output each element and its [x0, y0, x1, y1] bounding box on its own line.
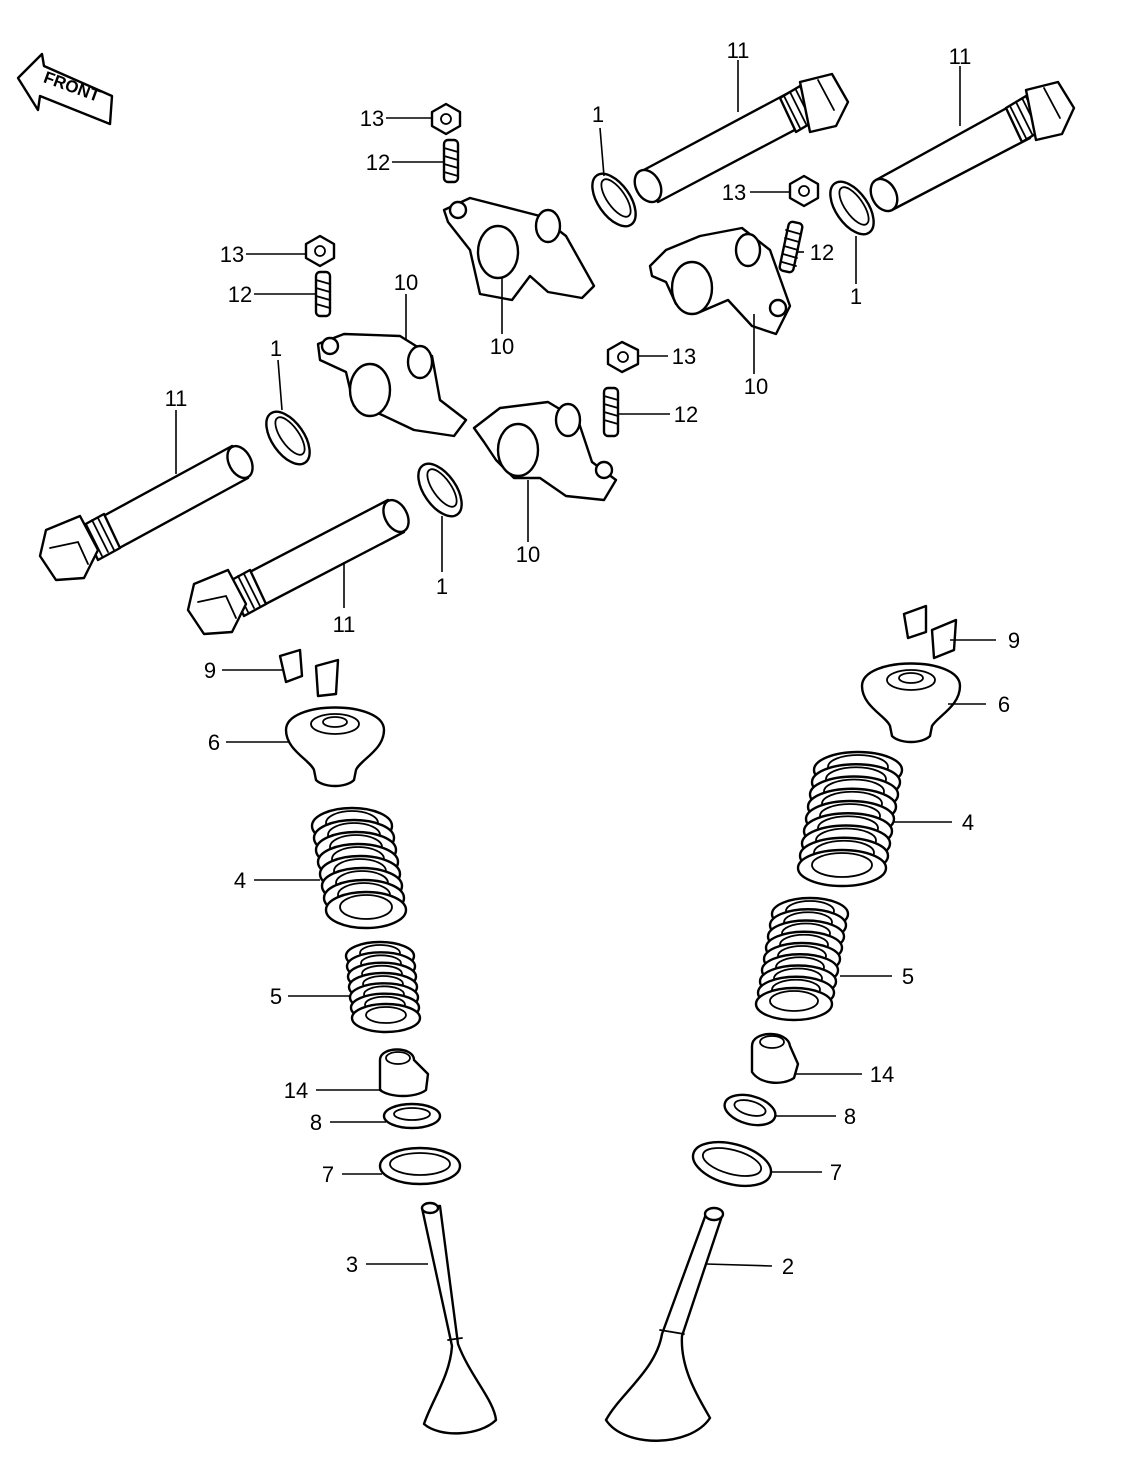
callout-13-8: 13 [220, 242, 244, 267]
rocker-shaft-top-center [633, 72, 850, 204]
callout-8-31: 8 [844, 1104, 856, 1129]
callout-1-13: 1 [270, 336, 282, 361]
spring-coil-inner [365, 1006, 407, 1024]
callout-14-29: 14 [870, 1062, 894, 1087]
spring-coil [324, 890, 408, 930]
spring-retainer-right [860, 662, 962, 744]
rocker-arm-left [316, 332, 468, 438]
front-arrow-icon: FRONT [16, 52, 114, 126]
adjusting-screw-d [602, 386, 620, 438]
adjusting-screw-a [442, 138, 460, 184]
callout-13-15: 13 [672, 344, 696, 369]
lock-nut-a [430, 102, 462, 136]
callout-7-32: 7 [322, 1162, 334, 1187]
callout-6-22: 6 [208, 730, 220, 755]
callout-1-4: 1 [592, 102, 604, 127]
washer-1-a [591, 172, 637, 228]
callout-11-19: 11 [333, 612, 356, 637]
callout-3-34: 3 [346, 1252, 358, 1277]
callout-4-25: 4 [962, 810, 974, 835]
callout-12-16: 12 [674, 402, 698, 427]
shim-left [378, 1146, 462, 1186]
callout-10-11: 10 [394, 270, 418, 295]
inner-valve-spring-left [344, 940, 422, 1034]
adjusting-screw-c [778, 220, 804, 274]
callout-1-18: 1 [436, 574, 448, 599]
rocker-shaft-left [38, 444, 254, 582]
callout-12-3: 12 [366, 150, 390, 175]
spring-coil-inner [339, 894, 393, 920]
washer-1-d [417, 462, 463, 518]
spring-coil [796, 848, 888, 888]
callout-12-9: 12 [228, 282, 252, 307]
rocker-shaft-lower-center [186, 498, 410, 636]
shim-right [691, 1140, 773, 1188]
callout-5-27: 5 [902, 964, 914, 989]
callout-13-2: 13 [360, 106, 384, 131]
callout-11-1: 11 [949, 44, 972, 69]
callout-6-23: 6 [998, 692, 1010, 717]
callout-13-5: 13 [722, 180, 746, 205]
callout-12-6: 12 [810, 240, 834, 265]
washer-1-b [829, 180, 875, 236]
rocker-arm-right [648, 226, 792, 336]
callout-8-30: 8 [310, 1110, 322, 1135]
spring-coil-inner [811, 852, 873, 878]
spring-coil [754, 986, 834, 1022]
callout-11-14: 11 [165, 386, 188, 411]
rocker-shaft-top-right [869, 80, 1076, 213]
callout-14-28: 14 [284, 1078, 308, 1103]
lock-nut-b [304, 234, 336, 268]
callout-11-0: 11 [727, 38, 750, 63]
callout-9-20: 9 [204, 658, 216, 683]
spring-coil [350, 1002, 422, 1034]
lock-nut-d [606, 340, 640, 374]
callout-4-24: 4 [234, 868, 246, 893]
inner-valve-spring-right [754, 896, 850, 1022]
exhaust-valve-left [420, 1201, 498, 1435]
washer-1-c [265, 410, 311, 466]
outer-valve-spring-right [796, 750, 904, 888]
adjusting-screw-b [314, 270, 332, 318]
callout-1-7: 1 [850, 284, 862, 309]
outer-valve-spring-left [310, 806, 408, 930]
intake-valve-right [604, 1206, 725, 1442]
leader-lines [175, 60, 996, 1267]
callout-7-33: 7 [830, 1160, 842, 1185]
valve-cotter-left [278, 648, 340, 698]
callout-10-17: 10 [516, 542, 540, 567]
callout-9-21: 9 [1008, 628, 1020, 653]
callout-10-12: 10 [744, 374, 768, 399]
valve-stem-seal-right [750, 1032, 800, 1084]
spring-coil-inner [769, 990, 819, 1012]
valve-cotter-right [902, 604, 958, 660]
callout-2-35: 2 [782, 1254, 794, 1279]
rocker-arm-lower [472, 400, 618, 502]
valve-stem-seal-left [378, 1048, 430, 1098]
callout-5-26: 5 [270, 984, 282, 1009]
lock-nut-c [788, 174, 820, 208]
spring-retainer-left [284, 706, 386, 788]
spring-seat-right [723, 1093, 777, 1127]
rocker-arm-top-center [442, 196, 596, 302]
spring-seat-left [382, 1102, 442, 1130]
callout-10-10: 10 [490, 334, 514, 359]
